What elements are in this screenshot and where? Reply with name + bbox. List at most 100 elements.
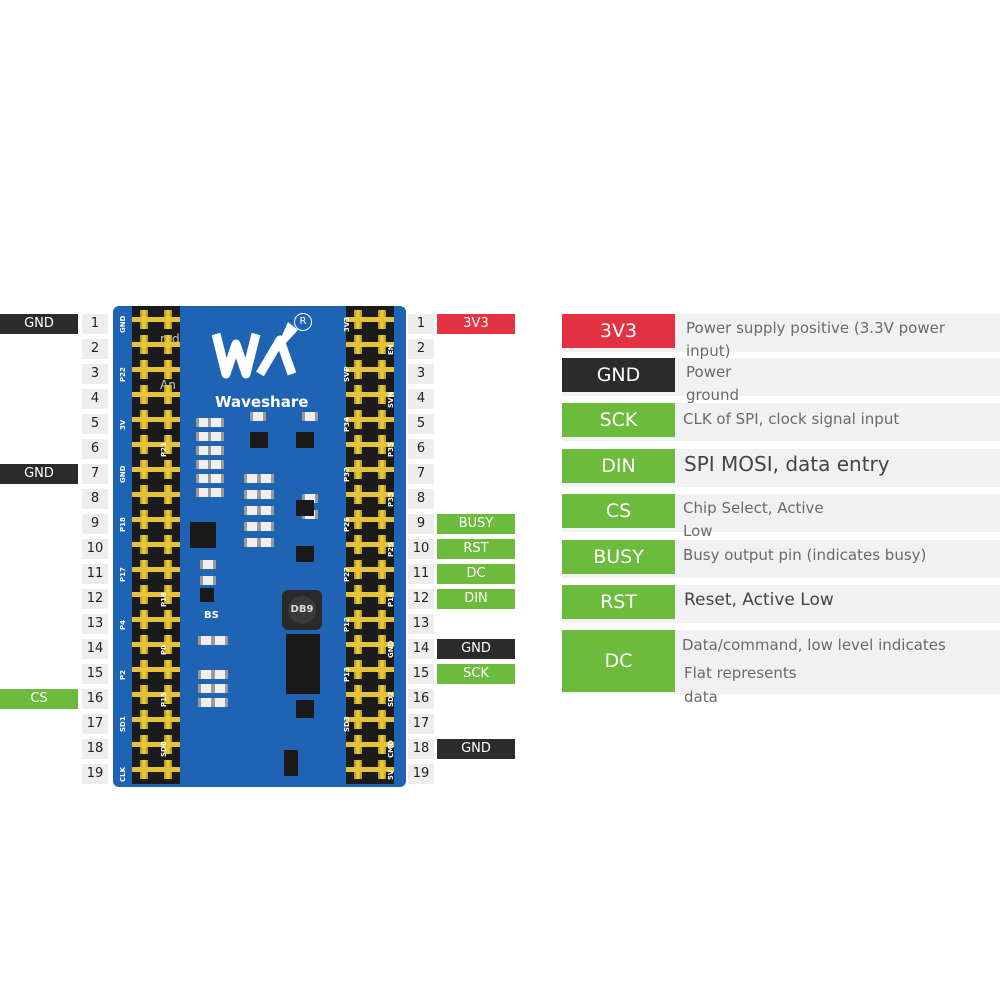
smd-component (212, 636, 228, 645)
right-outer-silk: GND (387, 640, 395, 659)
header-pin (156, 607, 180, 632)
smd-component (212, 684, 228, 693)
header-pin (370, 307, 394, 332)
header-pin (370, 632, 394, 657)
smd-component (208, 432, 224, 441)
right-pin-number: 1 (408, 314, 434, 334)
right-pin-number: 14 (408, 639, 434, 659)
left-outer-silk: P17 (119, 567, 127, 582)
left-pin-number: 15 (82, 664, 108, 684)
ic-chip (250, 432, 268, 448)
smd-component (208, 418, 224, 427)
right-pin-tag-gnd: GND (437, 639, 515, 659)
right-pin-number: 19 (408, 764, 434, 784)
right-pin-number: 17 (408, 714, 434, 734)
header-pin (370, 432, 394, 457)
header-pin (132, 307, 156, 332)
header-pin (346, 732, 370, 757)
right-pin-number: 11 (408, 564, 434, 584)
left-pin-number: 14 (82, 639, 108, 659)
left-pin-number: 13 (82, 614, 108, 634)
left-outer-silk: 3V (119, 419, 127, 430)
ic-chip (200, 588, 214, 602)
header-pin (370, 357, 394, 382)
header-pin (132, 332, 156, 357)
header-pin (346, 332, 370, 357)
header-pin (370, 457, 394, 482)
header-pin (346, 607, 370, 632)
header-pin (346, 482, 370, 507)
header-pin (346, 307, 370, 332)
header-pin (132, 507, 156, 532)
smd-component (258, 506, 274, 515)
legend-tag-cs: CS (562, 494, 675, 528)
right-pin-number: 4 (408, 389, 434, 409)
header-pin (370, 682, 394, 707)
right-pin-tag-din: DIN (437, 589, 515, 609)
header-pin (370, 532, 394, 557)
right-pin-tag-busy: BUSY (437, 514, 515, 534)
legend-tag-3v3: 3V3 (562, 314, 675, 348)
right-outer-silk: SVN (387, 391, 395, 408)
header-pin (156, 582, 180, 607)
legend-description: Busy output pin (indicates busy) (683, 546, 927, 564)
header-pin (346, 432, 370, 457)
right-pin-number: 13 (408, 614, 434, 634)
smd-component (258, 474, 274, 483)
header-pin (156, 732, 180, 757)
legend-description: CLK of SPI, clock signal input (683, 410, 900, 428)
right-pin-tag-3v3: 3V3 (437, 314, 515, 334)
smd-component (208, 446, 224, 455)
left-pin-number: 3 (82, 364, 108, 384)
ic-chip (190, 522, 216, 548)
header-pin (370, 332, 394, 357)
header-pin (346, 382, 370, 407)
smd-component (302, 494, 318, 503)
waveshare-logo-icon (212, 322, 298, 379)
legend-description: Flat represents (684, 664, 797, 682)
header-pin (370, 732, 394, 757)
left-outer-silk: P2 (119, 669, 127, 680)
smd-component (258, 490, 274, 499)
right-outer-silk: SD2 (387, 691, 395, 708)
right-outer-silk: P35 (387, 442, 395, 457)
header-pin (156, 657, 180, 682)
right-inner-silk: P27 (343, 567, 351, 582)
right-pin-number: 8 (408, 489, 434, 509)
right-inner-silk: P13 (343, 667, 351, 682)
header-pin (370, 482, 394, 507)
header-pin (370, 557, 394, 582)
left-pin-tag-gnd: GND (0, 464, 78, 484)
header-pin (132, 732, 156, 757)
ic-chip (296, 500, 314, 516)
left-pin-number: 9 (82, 514, 108, 534)
left-outer-silk: GND (119, 465, 127, 484)
smd-component (208, 488, 224, 497)
header-pin (132, 482, 156, 507)
legend-description: Chip Select, Active (683, 499, 824, 517)
header-pin (346, 507, 370, 532)
legend-description: input) (686, 342, 731, 360)
legend-description: Reset, Active Low (684, 590, 834, 610)
header-pin (132, 557, 156, 582)
header-pin (370, 757, 394, 782)
smd-component (258, 522, 274, 531)
smd-component (208, 460, 224, 469)
legend-description: ground (686, 386, 740, 404)
right-pin-number: 3 (408, 364, 434, 384)
smd-component (200, 560, 216, 569)
right-pin-number: 5 (408, 414, 434, 434)
header-pin (156, 357, 180, 382)
header-pin (370, 607, 394, 632)
right-inner-silk: P34 (343, 417, 351, 432)
left-pin-number: 10 (82, 539, 108, 559)
right-pin-number: 16 (408, 689, 434, 709)
bs-label: BS (204, 610, 219, 621)
inductor-label: DB9 (288, 596, 316, 624)
header-pin (132, 657, 156, 682)
right-pin-number: 12 (408, 589, 434, 609)
header-pin (346, 757, 370, 782)
left-pin-number: 12 (82, 589, 108, 609)
legend-description: Power supply positive (3.3V power (686, 319, 945, 337)
left-outer-silk: SD1 (119, 716, 127, 733)
